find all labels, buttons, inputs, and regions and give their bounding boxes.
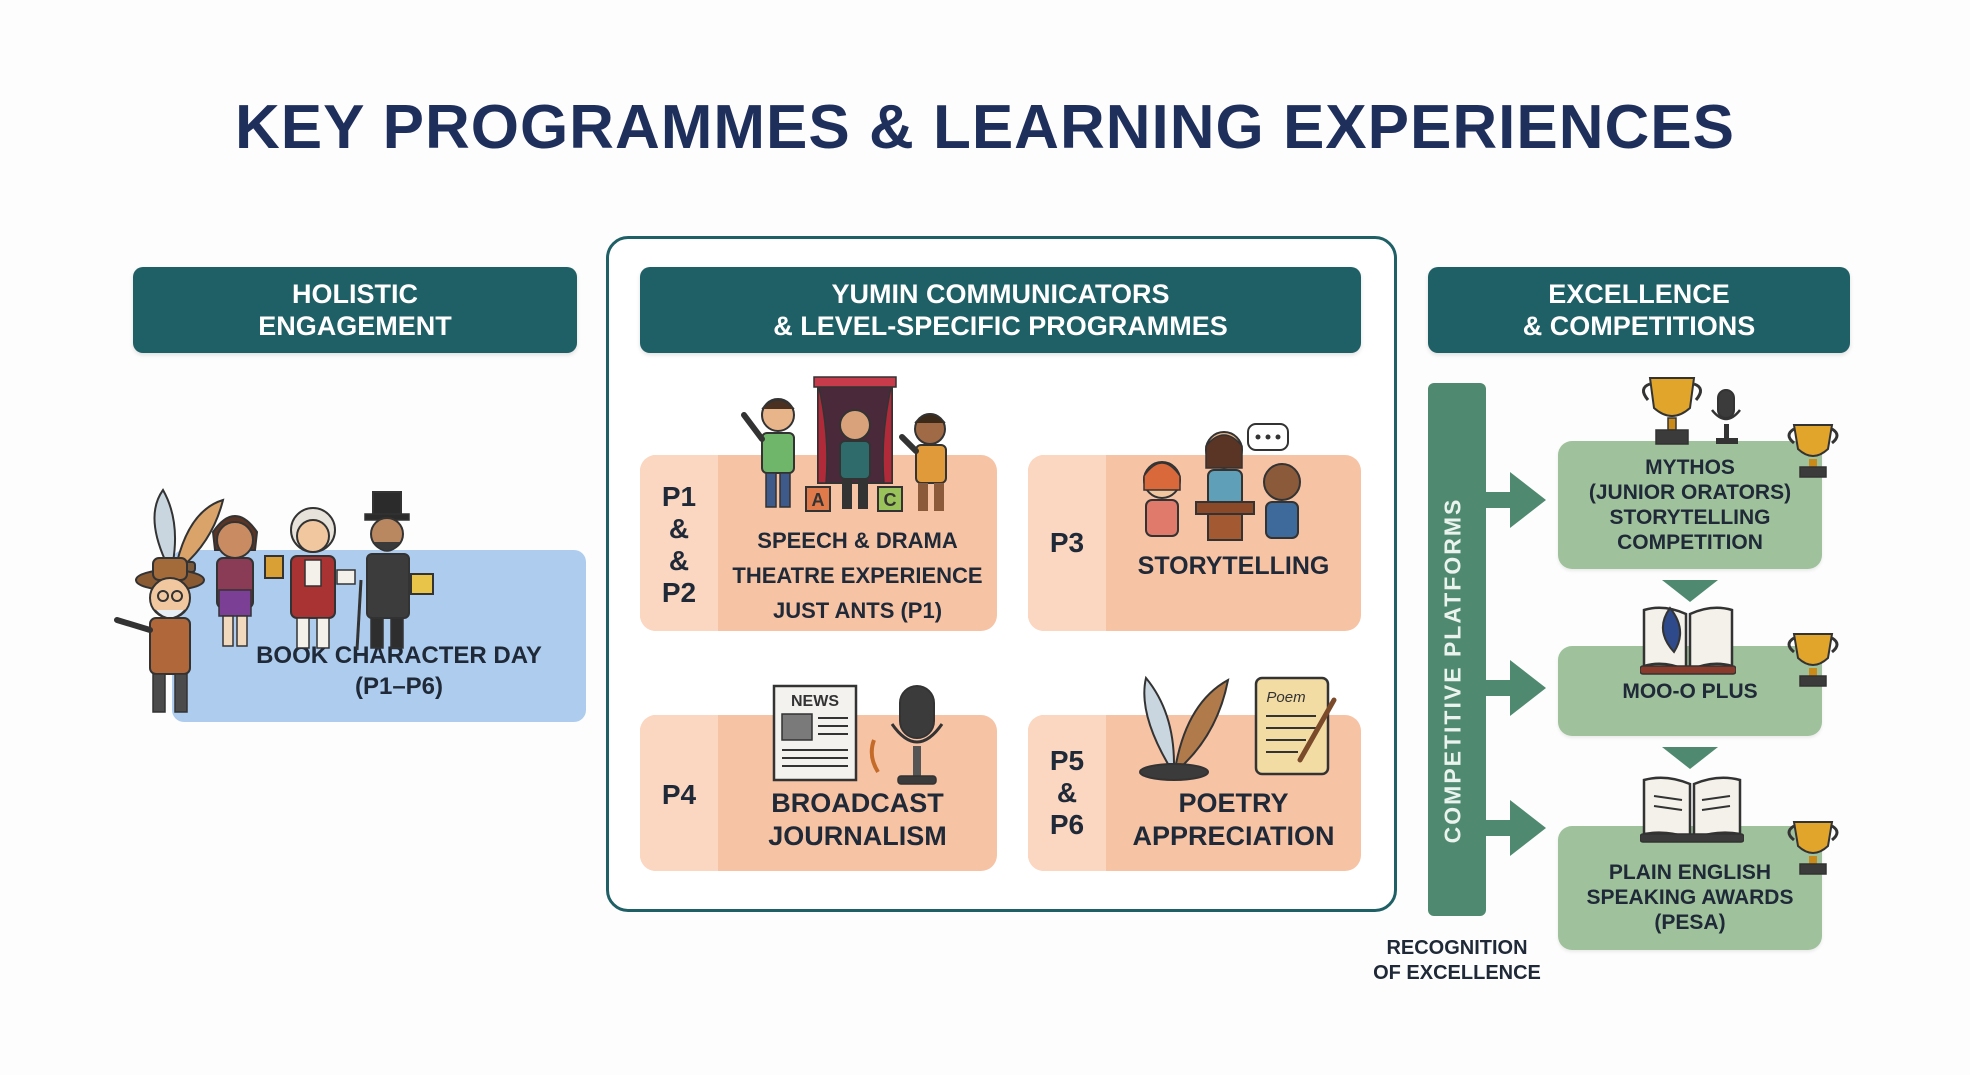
child-reader-icon	[211, 515, 284, 647]
level-p3: P3	[1049, 527, 1085, 558]
broadcast-journalism-card: P4 BROADCAST JOURNALISM	[640, 715, 997, 871]
mythos-line-1: MYTHOS	[1645, 456, 1735, 479]
storytelling-text: STORYTELLING	[1106, 550, 1361, 583]
mythos-line-4: COMPETITION	[1617, 531, 1763, 554]
recognition-line-2: OF EXCELLENCE	[1373, 962, 1541, 984]
excellence-header-line-1: EXCELLENCE	[1548, 279, 1730, 309]
arrow-right-icon	[1484, 472, 1546, 528]
storyteller-illustration	[1143, 423, 1301, 541]
just-ants-label: JUST ANTS (P1)	[772, 598, 943, 623]
broadcast-journalism-text: BROADCAST JOURNALISM	[718, 787, 997, 853]
microphone-icon	[869, 685, 944, 785]
excellence-competitions-header: EXCELLENCE & COMPETITIONS	[1428, 267, 1850, 353]
holistic-header-line-1: HOLISTIC	[292, 279, 418, 309]
pesa-line-2: SPEAKING AWARDS	[1586, 885, 1794, 909]
moo-o-plus-card: MOO-O PLUS	[1558, 646, 1822, 736]
open-book-icon	[1640, 606, 1736, 675]
book-character-day-levels: (P1–P6)	[354, 673, 444, 700]
pesa-card: PLAIN ENGLISH SPEAKING AWARDS (PESA)	[1558, 826, 1822, 950]
trophy-icon	[1787, 424, 1839, 478]
mythos-line-3: STORYTELLING	[1609, 506, 1771, 529]
newspaper-icon: NEWS	[772, 684, 858, 782]
speech-drama-label: SPEECH & DRAMA	[757, 528, 958, 553]
holistic-header-line-2: ENGAGEMENT	[258, 311, 452, 341]
level-p1: P1	[661, 481, 697, 512]
broadcast-illustration: NEWS	[772, 684, 944, 785]
block-letter-a: A	[812, 490, 825, 510]
open-book-icon	[1640, 776, 1744, 843]
arrow-right-icon	[1484, 800, 1546, 856]
holistic-engagement-header: HOLISTIC ENGAGEMENT	[133, 267, 577, 353]
arrow-right-icon	[1484, 660, 1546, 716]
explorer-character-icon	[114, 557, 205, 713]
speech-drama-text: SPEECH & DRAMA THEATRE EXPERIENCE JUST A…	[718, 523, 997, 628]
poem-scroll-icon: Poem	[1254, 676, 1337, 776]
theatre-experience-label: THEATRE EXPERIENCE	[732, 563, 983, 588]
poetry-appreciation-text: POETRY APPRECIATION	[1106, 787, 1361, 853]
trophy-icon	[1787, 633, 1839, 687]
quill-ink-icon	[1139, 675, 1230, 781]
recognition-line-1: RECOGNITION	[1386, 937, 1528, 959]
page-title: KEY PROGRAMMES & LEARNING EXPERIENCES	[235, 93, 1735, 162]
book-characters-illustration	[114, 488, 434, 713]
drama-performance-illustration: A C	[741, 376, 947, 512]
yumin-communicators-header: YUMIN COMMUNICATORS & LEVEL-SPECIFIC PRO…	[640, 267, 1361, 353]
storytelling-level-panel: P3	[1028, 455, 1106, 631]
poetry-label: POETRY	[1178, 788, 1289, 818]
excellence-header-line-2: & COMPETITIONS	[1522, 311, 1756, 341]
speech-drama-card: P1 & & P2 SPEECH & DRAMA THEATRE EXPERIE…	[640, 455, 997, 631]
microphone-icon	[1711, 389, 1741, 444]
storytelling-label: STORYTELLING	[1137, 552, 1330, 580]
yumin-header-line-2: & LEVEL-SPECIFIC PROGRAMMES	[773, 311, 1228, 341]
newspaper-heading: NEWS	[791, 693, 839, 710]
poem-scroll-heading: Poem	[1266, 689, 1305, 706]
journalism-label: JOURNALISM	[768, 821, 947, 851]
trophy-icon	[1787, 821, 1839, 875]
storytelling-card: P3 STORYTELLING	[1028, 455, 1361, 631]
speech-drama-level-panel: P1 & & P2	[640, 455, 718, 631]
level-ampersand: &	[668, 545, 690, 576]
level-p4: P4	[661, 779, 697, 810]
mythos-line-2: (JUNIOR ORATORS)	[1588, 481, 1792, 504]
competitive-platforms-bar	[1428, 383, 1486, 916]
moo-o-plus-label: MOO-O PLUS	[1622, 679, 1758, 703]
scholar-character-icon	[290, 507, 356, 649]
arrow-down-icon	[1662, 747, 1718, 769]
arrow-down-icon	[1662, 580, 1718, 602]
mythos-competition-card: MYTHOS (JUNIOR ORATORS) STORYTELLING COM…	[1558, 441, 1822, 569]
level-p6: P6	[1049, 809, 1085, 840]
trophy-microphone-illustration	[1642, 377, 1741, 445]
trophy-icon	[1642, 377, 1702, 445]
poetry-illustration: Poem	[1139, 675, 1337, 781]
broadcast-level-panel: P4	[640, 715, 718, 871]
yumin-header-line-1: YUMIN COMMUNICATORS	[831, 279, 1170, 309]
pesa-line-3: (PESA)	[1654, 910, 1726, 934]
letter-blocks-icon: A C	[805, 486, 903, 512]
top-hat-character-icon	[355, 491, 434, 651]
level-ampersand: &	[668, 513, 690, 544]
poetry-level-panel: P5 & P6	[1028, 715, 1106, 871]
block-letter-c: C	[884, 490, 897, 510]
appreciation-label: APPRECIATION	[1132, 821, 1335, 851]
level-p2: P2	[661, 577, 697, 608]
children-performing-icon	[741, 398, 947, 511]
level-ampersand: &	[1056, 777, 1078, 808]
level-p5: P5	[1049, 745, 1085, 776]
platform-arrows	[1484, 472, 1546, 856]
recognition-of-excellence-label: RECOGNITION OF EXCELLENCE	[1352, 936, 1562, 986]
competitive-platforms-label: COMPETITIVE PLATFORMS	[1423, 450, 1483, 890]
pesa-line-1: PLAIN ENGLISH	[1608, 860, 1772, 884]
broadcast-label: BROADCAST	[771, 788, 944, 818]
competitive-platforms-text: COMPETITIVE PLATFORMS	[1439, 497, 1466, 843]
storyteller-icon	[1143, 423, 1301, 541]
